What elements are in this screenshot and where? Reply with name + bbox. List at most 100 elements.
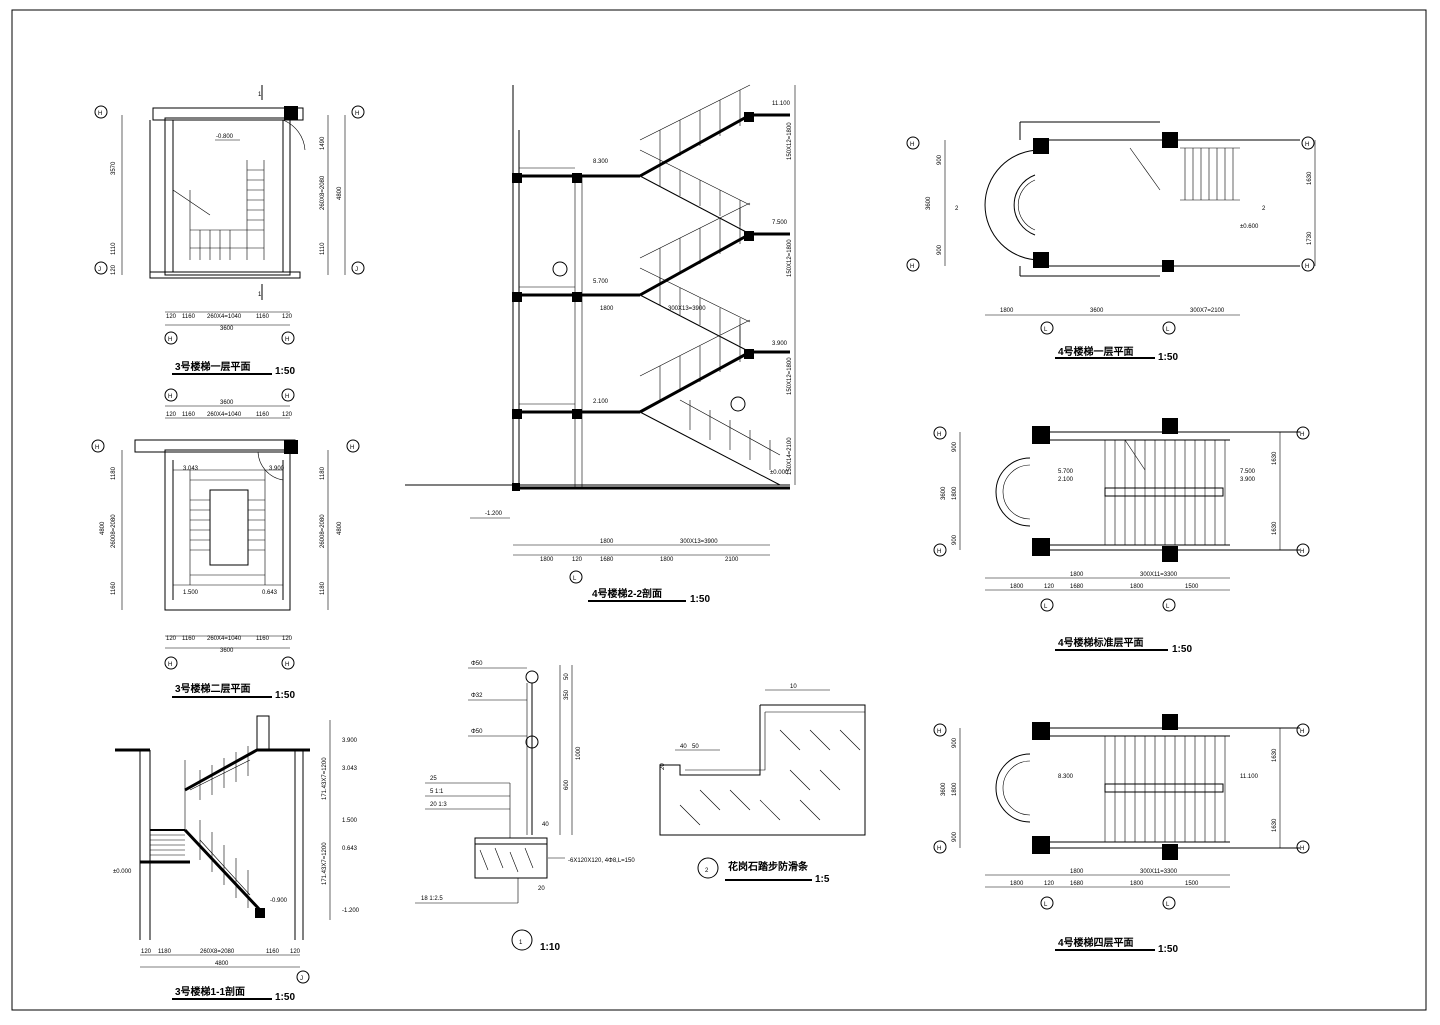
axis-label: J bbox=[355, 267, 358, 273]
dim-label: 1180 bbox=[320, 466, 326, 480]
axis-label: H bbox=[1300, 729, 1304, 735]
dim-label: 120 bbox=[1044, 584, 1055, 590]
drawing-scale: 1:50 bbox=[275, 992, 295, 1003]
dim-label: 1160 bbox=[256, 314, 270, 320]
dim-label: 4800 bbox=[337, 521, 343, 535]
dim-label: 120 bbox=[282, 412, 293, 418]
drawing-scale: 1:50 bbox=[1172, 644, 1192, 655]
dim-label: 120 bbox=[166, 636, 177, 642]
note-label: 25 bbox=[430, 776, 437, 782]
elev-label: ±0.600 bbox=[1240, 224, 1259, 230]
dim-label: 150X12=1800 bbox=[787, 357, 793, 395]
dim-label: 171.43X7=1200 bbox=[322, 757, 328, 800]
stair3-floor2-plan: 3.043 3.900 1.500 0.643 1180 26008=2080 … bbox=[91, 388, 360, 701]
axis-label: H bbox=[168, 662, 172, 668]
axis-label: H bbox=[910, 264, 914, 270]
dim-label: 20 bbox=[660, 763, 666, 770]
dim-label: 4800 bbox=[100, 521, 106, 535]
dim-label: 120 bbox=[111, 264, 117, 275]
elev-label: 0.643 bbox=[342, 846, 358, 852]
dim-label: 1800 bbox=[952, 486, 958, 500]
note-label: 5 1:1 bbox=[430, 789, 444, 795]
dim-label: 40 bbox=[680, 744, 687, 750]
dim-label: 1180 bbox=[158, 949, 172, 955]
dim-label: 20 bbox=[538, 886, 545, 892]
note-label: Φ50 bbox=[471, 661, 483, 667]
dim-label: 1160 bbox=[266, 949, 280, 955]
dim-label: 1160 bbox=[111, 581, 117, 595]
dim-label: 900 bbox=[952, 831, 958, 842]
dim-label: 1800 bbox=[1070, 572, 1084, 578]
dim-label: 260X8=2080 bbox=[320, 175, 326, 210]
axis-label: H bbox=[1300, 549, 1304, 555]
axis-label: L bbox=[573, 576, 577, 582]
axis-label: H bbox=[168, 337, 172, 343]
dim-label: 4800 bbox=[337, 186, 343, 200]
dim-label: 2100 bbox=[725, 557, 739, 563]
axis-label: L bbox=[1166, 604, 1170, 610]
axis-label: H bbox=[937, 432, 941, 438]
dim-label: 1800 bbox=[1010, 584, 1024, 590]
axis-label: L bbox=[1166, 902, 1170, 908]
axis-label: H bbox=[1300, 432, 1304, 438]
elev-label: ±0.000 bbox=[113, 869, 132, 875]
dim-label: 3600 bbox=[220, 648, 234, 654]
axis-label: L bbox=[1166, 327, 1170, 333]
dim-label: 1500 bbox=[1185, 584, 1199, 590]
elev-label: 7.500 bbox=[1240, 469, 1256, 475]
elev-label: -1.200 bbox=[485, 511, 503, 517]
axis-label: H bbox=[910, 142, 914, 148]
elev-label: 3.900 bbox=[342, 738, 358, 744]
dim-label: 1630 bbox=[1272, 451, 1278, 465]
dim-label: 3600 bbox=[220, 400, 234, 406]
drawing-title: 4号楼梯标准层平面 bbox=[1058, 636, 1144, 649]
handrail-detail-1: Φ50 Φ32 Φ50 25 5 1:1 20 1:3 18 1:2.5 -6X… bbox=[415, 661, 635, 953]
drawing-scale: 1:50 bbox=[275, 366, 295, 377]
dim-label: 1180 bbox=[111, 466, 117, 480]
drawing-title: 4号楼梯2-2剖面 bbox=[592, 587, 662, 600]
axis-label: H bbox=[285, 337, 289, 343]
dim-label: 1500 bbox=[1185, 881, 1199, 887]
note-label: Φ32 bbox=[471, 693, 483, 699]
dim-label: 900 bbox=[937, 244, 943, 255]
axis-label: H bbox=[285, 394, 289, 400]
dim-label: 260X8=2080 bbox=[200, 949, 235, 955]
elev-label: 8.300 bbox=[1058, 774, 1074, 780]
dim-label: 600 bbox=[564, 779, 570, 790]
dim-label: 260X4=1040 bbox=[207, 314, 242, 320]
dim-label: 3570 bbox=[111, 161, 117, 175]
dim-label: 10 bbox=[790, 684, 797, 690]
axis-label: H bbox=[98, 111, 102, 117]
axis-label: J bbox=[300, 976, 303, 982]
anti-slip-detail-2: 10 40 50 20 2 花岗石踏步防滑条 1:5 bbox=[659, 684, 866, 885]
dim-label: 1800 bbox=[600, 539, 614, 545]
dim-label: 1630 bbox=[1272, 748, 1278, 762]
dim-label: 120 bbox=[282, 314, 293, 320]
dim-label: 40 bbox=[542, 822, 549, 828]
dim-label: 120 bbox=[282, 636, 293, 642]
dim-label: 120 bbox=[572, 557, 583, 563]
dim-label: 171.43X7=1200 bbox=[322, 842, 328, 885]
section-mark-label: 1 bbox=[258, 92, 262, 98]
elev-label: 7.500 bbox=[772, 220, 788, 226]
dim-label: 120 bbox=[166, 412, 177, 418]
dim-label: 120 bbox=[141, 949, 152, 955]
elev-label: 5.700 bbox=[593, 279, 609, 285]
dim-label: 4800 bbox=[215, 961, 229, 967]
dim-label: 1800 bbox=[1010, 881, 1024, 887]
dim-label: 1180 bbox=[320, 581, 326, 595]
dim-label: 300X7=2100 bbox=[1190, 308, 1225, 314]
dim-label: 50 bbox=[692, 744, 699, 750]
axis-label: H bbox=[95, 445, 99, 451]
dim-label: 900 bbox=[952, 737, 958, 748]
drawing-title: 4号楼梯四层平面 bbox=[1058, 936, 1134, 949]
dim-label: 1800 bbox=[1130, 881, 1144, 887]
axis-label: H bbox=[168, 394, 172, 400]
dim-label: 3600 bbox=[926, 196, 932, 210]
dim-label: 120 bbox=[1044, 881, 1055, 887]
dim-label: 300X11=3300 bbox=[1140, 869, 1178, 875]
axis-label: H bbox=[1300, 846, 1304, 852]
dim-label: 1110 bbox=[111, 242, 117, 255]
elev-label: 3.043 bbox=[342, 766, 358, 772]
